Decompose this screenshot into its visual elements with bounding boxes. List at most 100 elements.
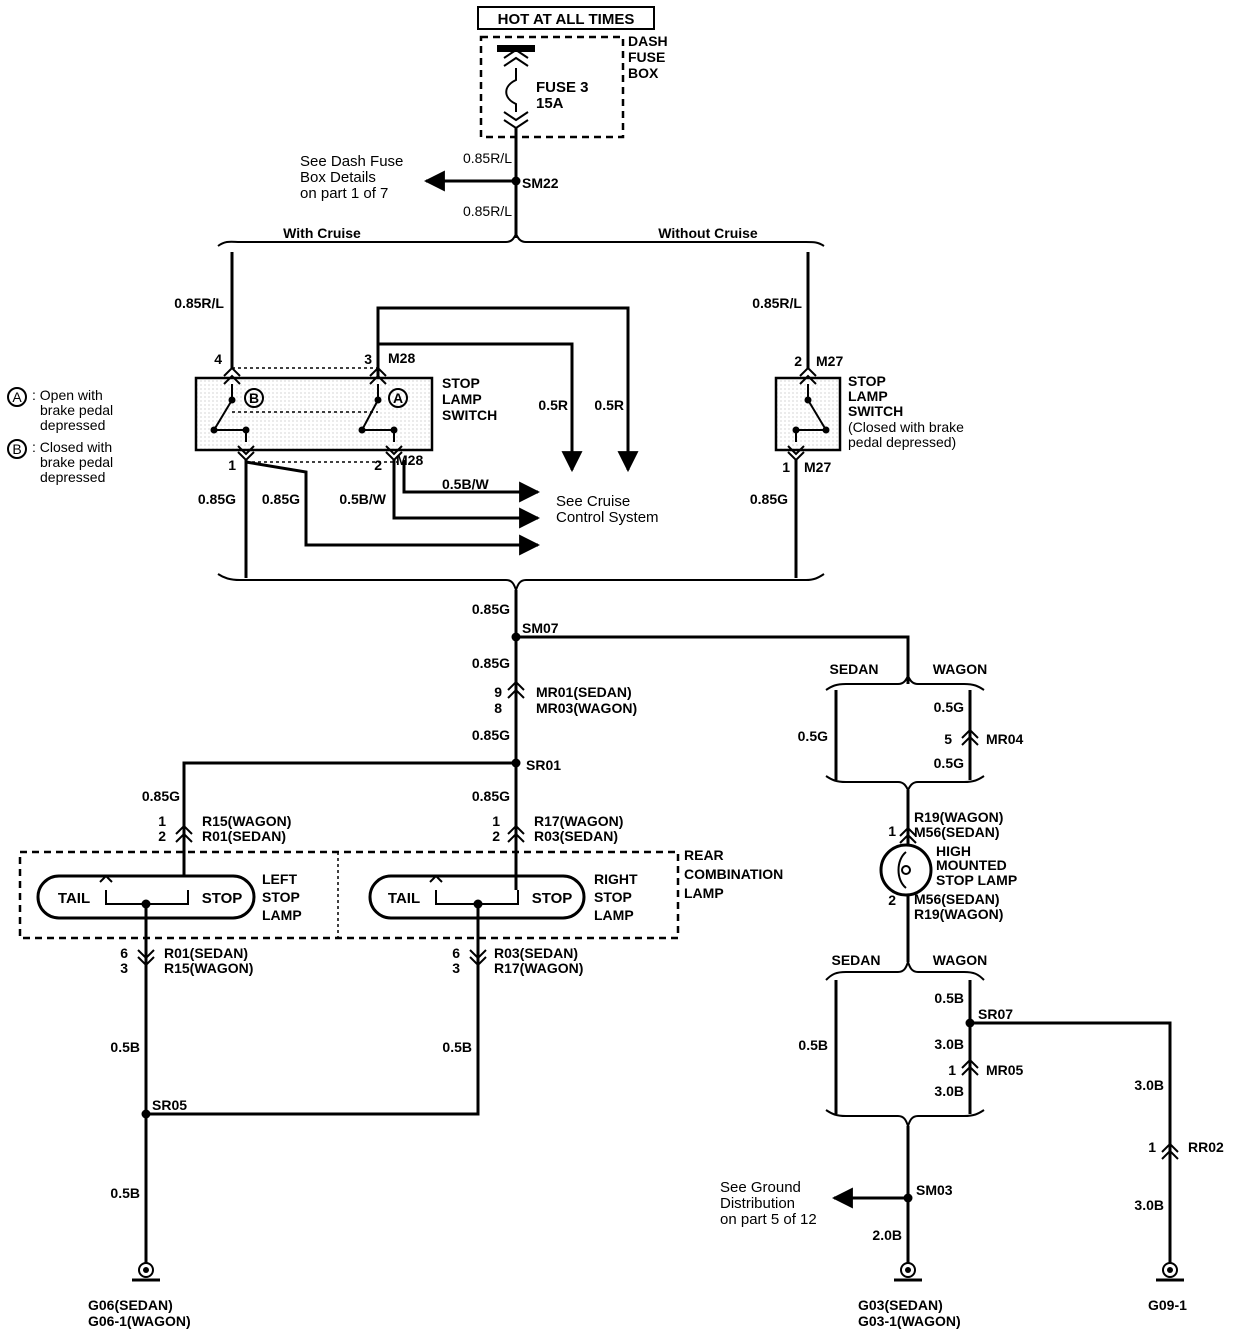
dash-fuse-box-label-3: BOX [628, 65, 659, 81]
cruise-r-wire-2 [378, 342, 583, 473]
rr02-connector-symbol [1161, 1142, 1179, 1160]
wire-label-b-2: 0.5B [442, 1039, 472, 1055]
cruise-switch-title-1: STOP [442, 375, 480, 391]
ground-ref-1: See Ground [720, 1179, 801, 1196]
right-top-conn-2: R03(SEDAN) [534, 828, 618, 844]
wire-label-r-l-4: 0.85R/L [752, 295, 802, 311]
splice-sr05: SR05 [152, 1097, 187, 1113]
left-top-conn-1: R15(WAGON) [202, 813, 291, 829]
dash-fuse-box-label-1: DASH [628, 33, 668, 49]
mr05-connector-symbol [961, 1058, 979, 1076]
high-mount-label-3: STOP LAMP [936, 872, 1017, 888]
switch-b-marker: B [249, 390, 259, 406]
wire-label-b30-2: 3.0B [934, 1083, 964, 1099]
nocruise-pin-top: 2 [794, 353, 802, 369]
mr05-conn: MR05 [986, 1062, 1024, 1078]
ground-left-2: G06-1(WAGON) [88, 1313, 191, 1329]
right-top-pin-1: 1 [492, 813, 500, 829]
wire-label-b20: 2.0B [872, 1227, 902, 1243]
hm-top-conn-2: M56(SEDAN) [914, 824, 1000, 840]
wire-label-b-1: 0.5B [110, 1039, 140, 1055]
wire-label-r-l-1: 0.85R/L [463, 150, 512, 166]
cruise-switch-conn-top: M28 [388, 350, 415, 366]
nocruise-conn-bottom: M27 [804, 459, 831, 475]
left-lamp-label-3: LAMP [262, 907, 302, 923]
left-stop-lamp: TAIL STOP [36, 874, 256, 920]
wire-label-r-l-2: 0.85R/L [463, 203, 512, 219]
wire-label-g-8: 0.85G [472, 788, 510, 804]
high-mounted-stop-lamp [879, 843, 933, 897]
wire-label-b30-3: 3.0B [1134, 1077, 1164, 1093]
rear-combination-3: LAMP [684, 885, 724, 901]
left-bot-connector-symbol [137, 949, 155, 967]
legend-a-text-2: brake pedal [40, 402, 113, 418]
wire-label-r-2: 0.5R [594, 397, 624, 413]
cruise-ref-2: Control System [556, 509, 659, 526]
cruise-bw-wire-2 [402, 460, 541, 503]
wire-label-b-5: 0.5B [934, 990, 964, 1006]
wire-label-g-1: 0.85G [198, 491, 236, 507]
hm-bot-conn-1: M56(SEDAN) [914, 891, 1000, 907]
ground-ref-2: Distribution [720, 1195, 795, 1212]
left-lamp-label-2: STOP [262, 889, 300, 905]
cruise-switch-pin1: 1 [228, 457, 236, 473]
left-stop-label: STOP [202, 890, 243, 907]
right-top-pin-2: 2 [492, 828, 500, 844]
switch-a-marker: A [393, 390, 403, 406]
left-bot-conn-1: R01(SEDAN) [164, 945, 248, 961]
cruise-switch-title-2: LAMP [442, 391, 482, 407]
right-stop-lamp: TAIL STOP [368, 874, 586, 920]
mr-conn-2: MR03(WAGON) [536, 700, 637, 716]
cruise-switch-title-3: SWITCH [442, 407, 497, 423]
nocruise-title-1: STOP [848, 373, 886, 389]
cruise-brace [217, 231, 825, 247]
mr-pin-2: 8 [494, 700, 502, 716]
hm-top-conn-1: R19(WAGON) [914, 809, 1003, 825]
wire-label-g-2: 0.85G [262, 491, 300, 507]
cruise-stop-lamp-switch: B A [194, 366, 434, 462]
rr02-ground-wire [970, 1021, 1172, 1264]
cruise-bw-wire-1 [392, 460, 541, 529]
hot-at-all-times-box: HOT AT ALL TIMES [477, 6, 655, 30]
wire-label-r-l-3: 0.85R/L [174, 295, 224, 311]
right-lamp-label-3: LAMP [594, 907, 634, 923]
ground-center-1: G03(SEDAN) [858, 1297, 943, 1313]
with-cruise-label: With Cruise [283, 225, 361, 241]
variant-sedan-1: SEDAN [829, 661, 878, 677]
right-bot-connector-symbol [469, 949, 487, 967]
wire-label-b30-4: 3.0B [1134, 1197, 1164, 1213]
left-top-pin-1: 1 [158, 813, 166, 829]
ground-ref-3: on part 5 of 12 [720, 1211, 817, 1228]
nocruise-title-3: SWITCH [848, 403, 903, 419]
hm-bot-pin: 2 [888, 892, 896, 908]
left-bot-conn-2: R15(WAGON) [164, 960, 253, 976]
left-bot-pin-1: 6 [120, 945, 128, 961]
rear-combination-2: COMBINATION [684, 866, 783, 882]
legend-a-text-3: depressed [40, 417, 105, 433]
hot-label: HOT AT ALL TIMES [498, 11, 635, 28]
merge-brace [217, 573, 825, 594]
wire-label-r-1: 0.5R [538, 397, 568, 413]
rr02-conn: RR02 [1188, 1139, 1224, 1155]
nocruise-pin-bottom: 1 [782, 459, 790, 475]
dash-fuse-box: DASH FUSE BOX FUSE 3 15A [479, 33, 668, 139]
right-bot-pin-1: 6 [452, 945, 460, 961]
left-tail-label: TAIL [58, 890, 90, 907]
dash-fuse-box-label-2: FUSE [628, 49, 665, 65]
splice-sr05-node [141, 1109, 151, 1119]
splice-sm03: SM03 [916, 1182, 953, 1198]
nocruise-note-1: (Closed with brake [848, 419, 964, 435]
wire-label-g05-2: 0.5G [934, 699, 964, 715]
right-bot-conn-2: R17(WAGON) [494, 960, 583, 976]
wire-label-bw-2: 0.5B/W [442, 476, 489, 492]
wire-label-b30-1: 3.0B [934, 1036, 964, 1052]
left-lamp-label-1: LEFT [262, 871, 297, 887]
mr04-pin: 5 [944, 731, 952, 747]
ground-left-1: G06(SEDAN) [88, 1297, 173, 1313]
splice-sm22: SM22 [522, 175, 559, 191]
left-top-pin-2: 2 [158, 828, 166, 844]
legend-b-text-1: : Closed with [32, 439, 112, 455]
variant-sedan-2: SEDAN [831, 952, 880, 968]
cruise-switch-pin3: 3 [364, 351, 372, 367]
mr04-conn: MR04 [986, 731, 1024, 747]
